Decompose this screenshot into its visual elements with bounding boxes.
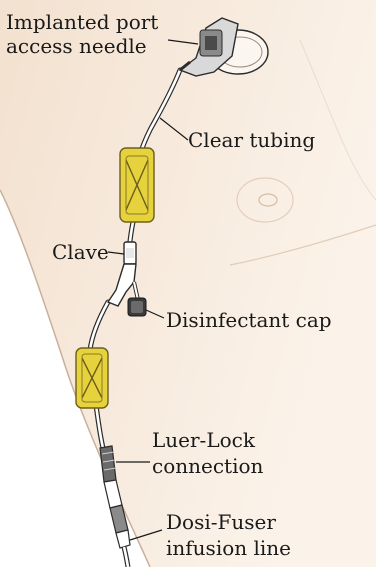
lower-clamp — [76, 348, 108, 408]
upper-clamp — [120, 148, 154, 222]
label-luer-line2: connection — [152, 454, 263, 478]
disinfectant-cap — [128, 298, 146, 316]
label-luer-line1: Luer-Lock — [152, 428, 255, 452]
label-fuser-line2: infusion line — [166, 536, 291, 560]
label-cap: Disinfectant cap — [166, 308, 332, 332]
label-needle-line2: access needle — [6, 34, 147, 58]
label-fuser-line1: Dosi-Fuser — [166, 510, 276, 534]
label-tubing: Clear tubing — [188, 128, 315, 152]
label-needle-line1: Implanted port — [6, 10, 158, 34]
label-clave: Clave — [52, 240, 109, 264]
